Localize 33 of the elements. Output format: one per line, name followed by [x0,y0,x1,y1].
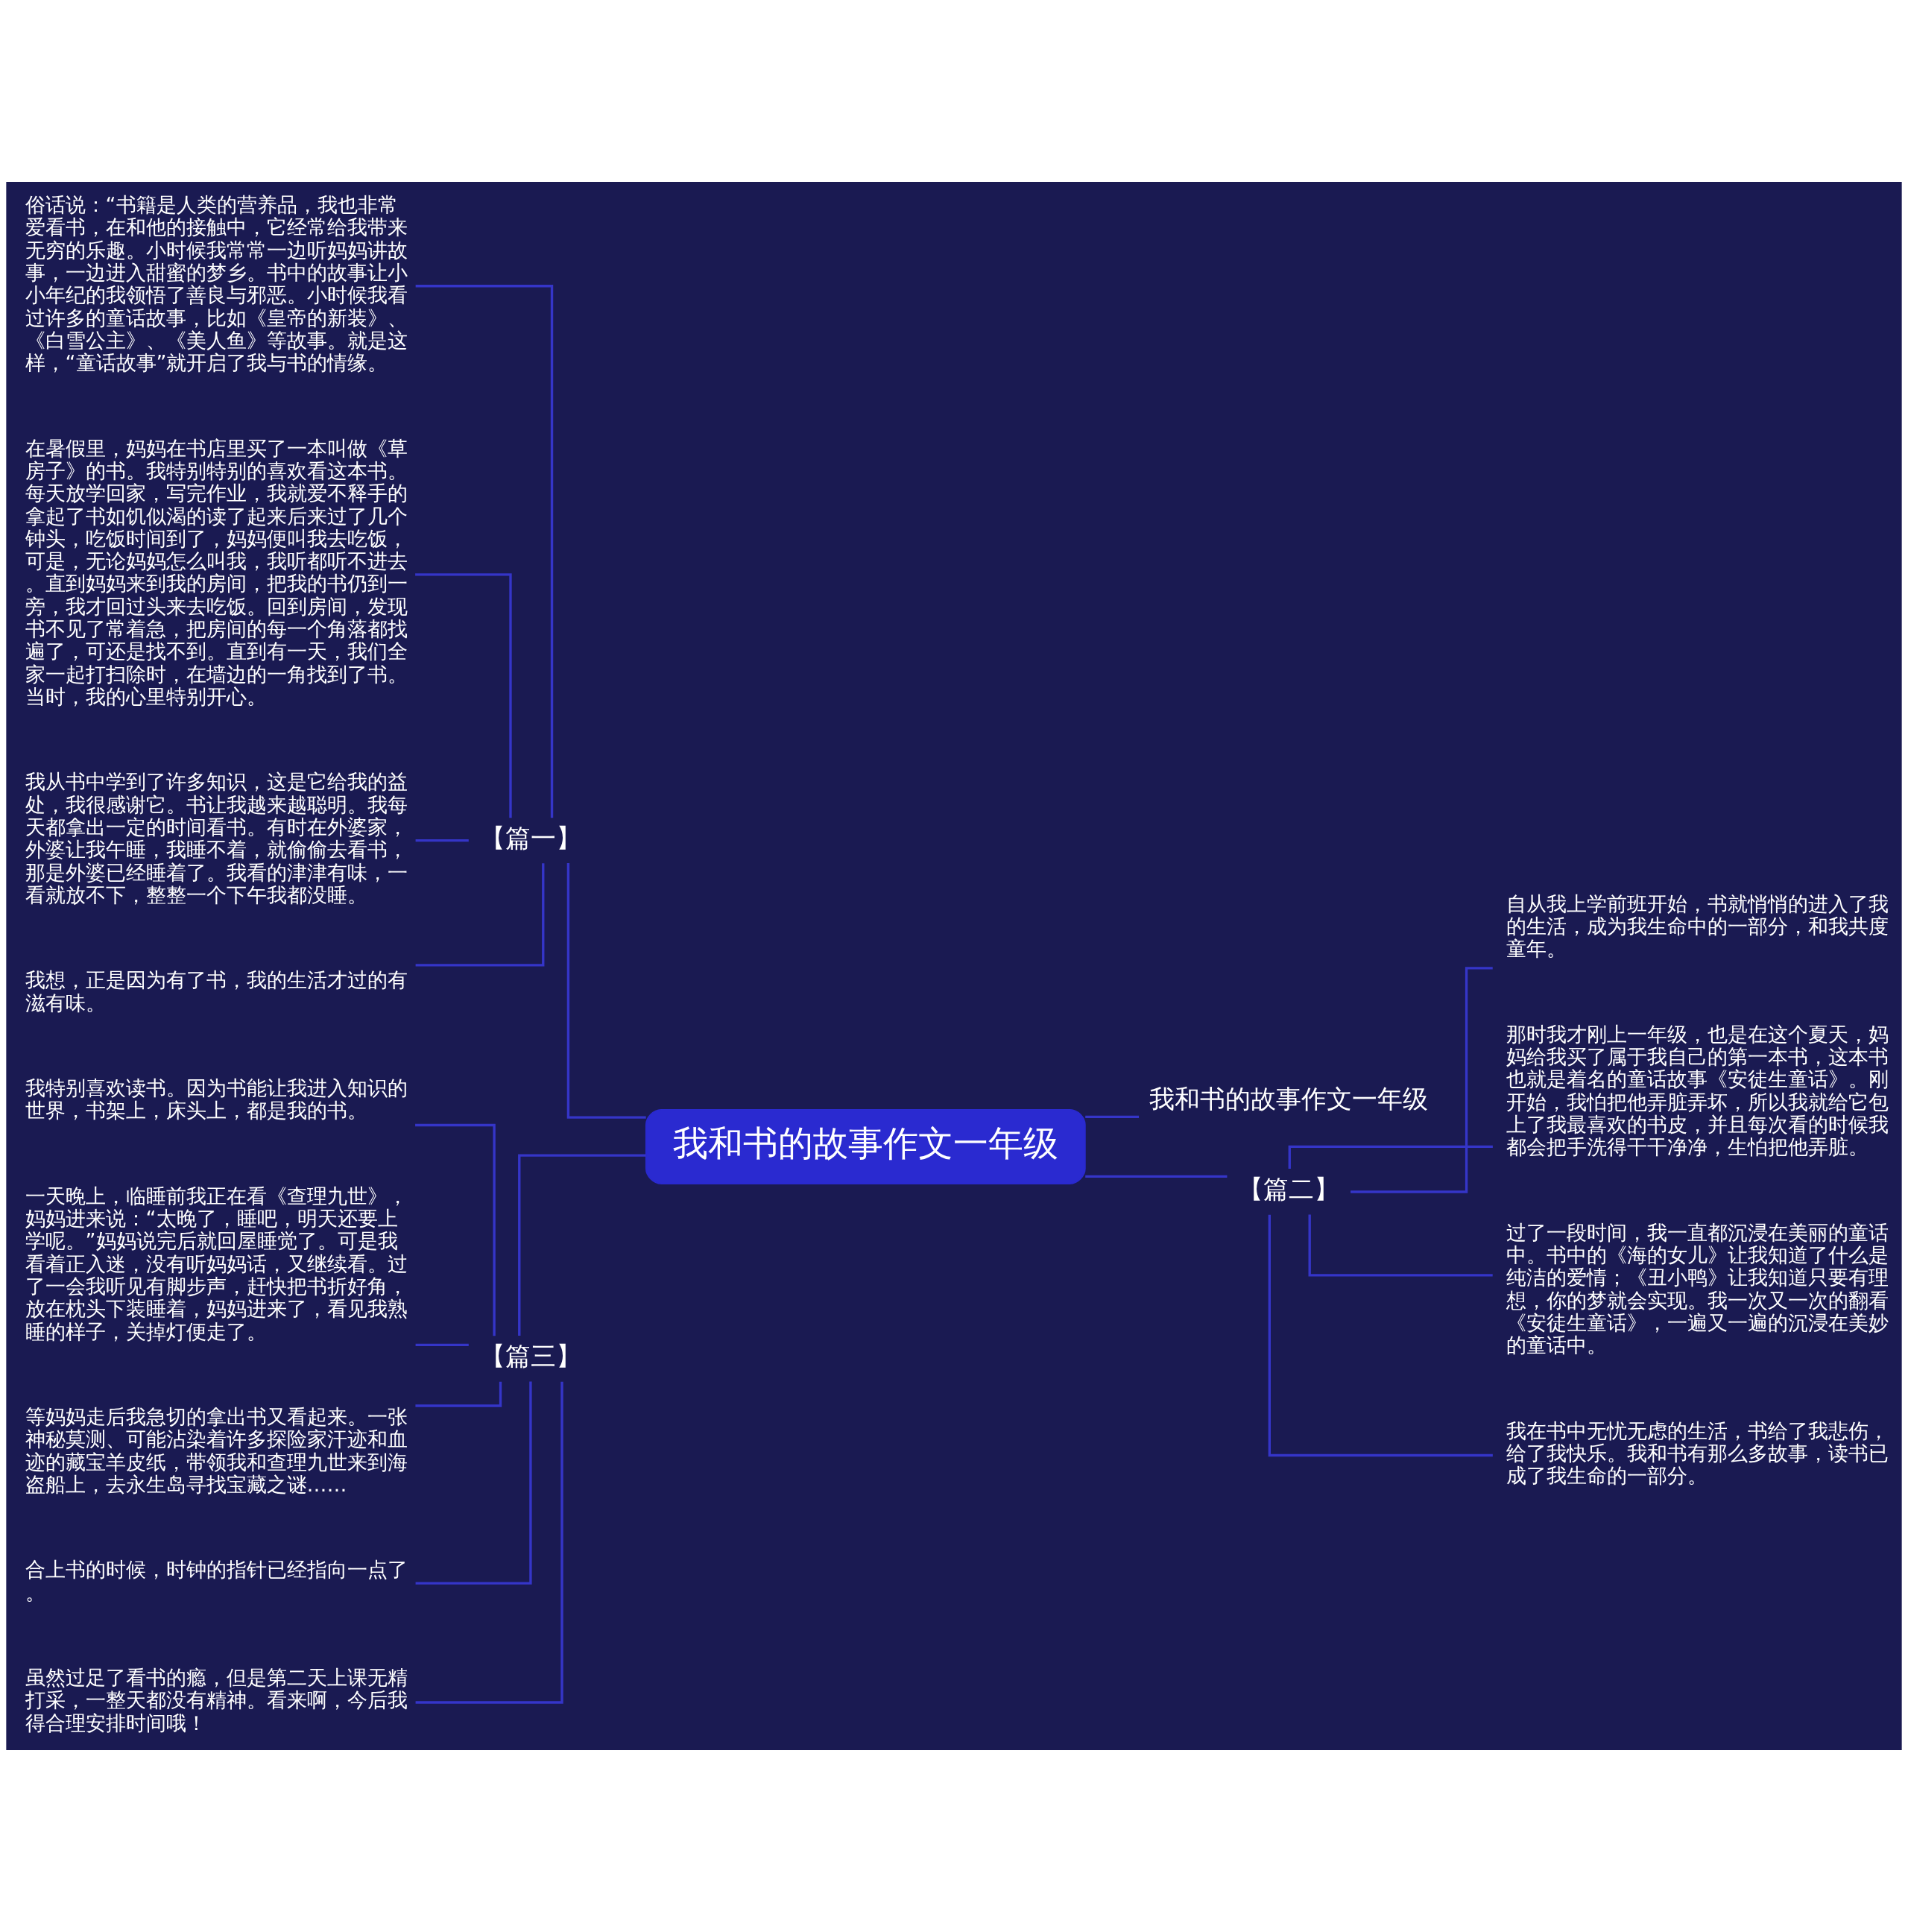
node-text: 虽然过足了看书的瘾，但是第二天上课无精打采，一整天都没有精神。看来啊，今后我得合理安排时间哦！ [25,1666,408,1734]
connector [566,863,646,1119]
node-text: 等妈妈走后我急切的拿出书又看起来。一张神秘莫测、可能沾染着许多探险家汗迹和血迹的藏宝羊皮纸，带领我和查理九世来到海盗船上，去永生岛寻找宝藏之谜…… [25,1405,408,1496]
node-text: 自从我上学前班开始，书就悄悄的进入了我的生活，成为我生命中的一部分，和我共度童年。 [1506,891,1889,961]
connector [1085,1175,1228,1178]
node-text: 我从书中学到了许多知识，这是它给我的益处，我很感谢它。书让我越来越聪明。我每天都拿出一定的时间看书。有时在外婆家，外婆让我午睡，我睡不着，就偷偷去看书，那是外婆已经睡着了。我看的津津有味，一看就放不下，整整一个下午我都没睡。 [25,770,408,906]
connector [415,1381,563,1704]
connector [415,839,469,842]
connector [1268,1214,1493,1457]
node-text: 那时我才刚上一年级，也是在这个夏天，妈妈给我买了属于我自己的第一本书，这本书也就是着名的童话故事《安徒生童话》。刚开始，我怕把他弄脏弄坏，所以我就给它包上了我最喜欢的书皮，并且每次看的时候我都会把手洗得干干净净，生怕把他弄脏。 [1506,1022,1889,1159]
connector [415,863,545,967]
connector [1085,1115,1140,1119]
node-text: 【篇三】 [479,1342,581,1371]
connector [1308,1214,1493,1277]
node-text: 我特别喜欢读书。因为书能让我进入知识的世界，书架上，床头上，都是我的书。 [25,1076,408,1123]
node-text: 我想，正是因为有了书，我的生活才过的有滋有味。 [25,968,408,1014]
node-text: 我在书中无忧无虑的生活，书给了我悲伤，给了我快乐。我和书有那么多故事，读书已成了我生命的一部分。 [1506,1418,1889,1488]
node-text: 一天晚上，临睡前我正在看《查理九世》，妈妈进来说：“太晚了，睡吧，明天还要上学呢。”妈妈说完后就回屋睡觉了。可是我看着正入迷，没有听妈妈话，又继续看。过了一会我听见有脚步声，赶快把书折好角，放在枕头下装睡着，妈妈进来了，看见我熟睡的样子，关掉灯便走了。 [25,1184,408,1343]
node-box: 我和书的故事作文一年级 [645,1108,1086,1184]
connector [415,1343,469,1346]
connector [415,573,512,818]
node-text: 【篇二】 [1238,1175,1340,1205]
node-text: 合上书的时候，时钟的指针已经指向一点了。 [25,1558,408,1604]
node-text: 俗话说：“书籍是人类的营养品，我也非常爱看书，在和他的接触中，它经常给我带来无穷的乐趣。小时候我常常一边听妈妈讲故事，一边进入甜蜜的梦乡。书中的故事让小小年纪的我领悟了善良与邪恶。小时候我看过许多的童话故事，比如《皇帝的新装》、《白雪公主》、《美人鱼》等故事。就是这样，“童话故事”就开启了我与书的情缘。 [25,193,408,375]
connector [415,1123,496,1336]
connector [518,1154,646,1336]
connector [415,1381,502,1407]
connector [415,285,554,818]
node-text: 过了一段时间，我一直都沉浸在美丽的童话中。书中的《海的女儿》让我知道了什么是纯洁的爱情；《丑小鸭》让我知道只要有理想，你的梦就会实现。我一次又一次的翻看《安徒生童话》，一遍又一遍的沉浸在美妙的童话中。 [1506,1220,1889,1357]
node-text: 【篇一】 [479,824,581,853]
connector [415,1381,532,1585]
node-text: 我和书的故事作文一年级 [1149,1085,1429,1114]
node-text: 在暑假里，妈妈在书店里买了一本叫做《草房子》的书。我特别特别的喜欢看这本书。每天放学回家，写完作业，我就爱不释手的拿起了书如饥似渴的读了起来后来过了几个钟头，吃饭时间到了，妈妈便叫我去吃饭，可是，无论妈妈怎么叫我，我听都听不进去。直到妈妈来到我的房间，把我的书仍到一旁，我才回过头来去吃饭。回到房间，发现书不见了常着急，把房间的每一个角落都找遍了，可还是找不到。直到有一天，我们全家一起打扫除时，在墙边的一角找到了书。当时，我的心里特别开心。 [25,436,408,708]
